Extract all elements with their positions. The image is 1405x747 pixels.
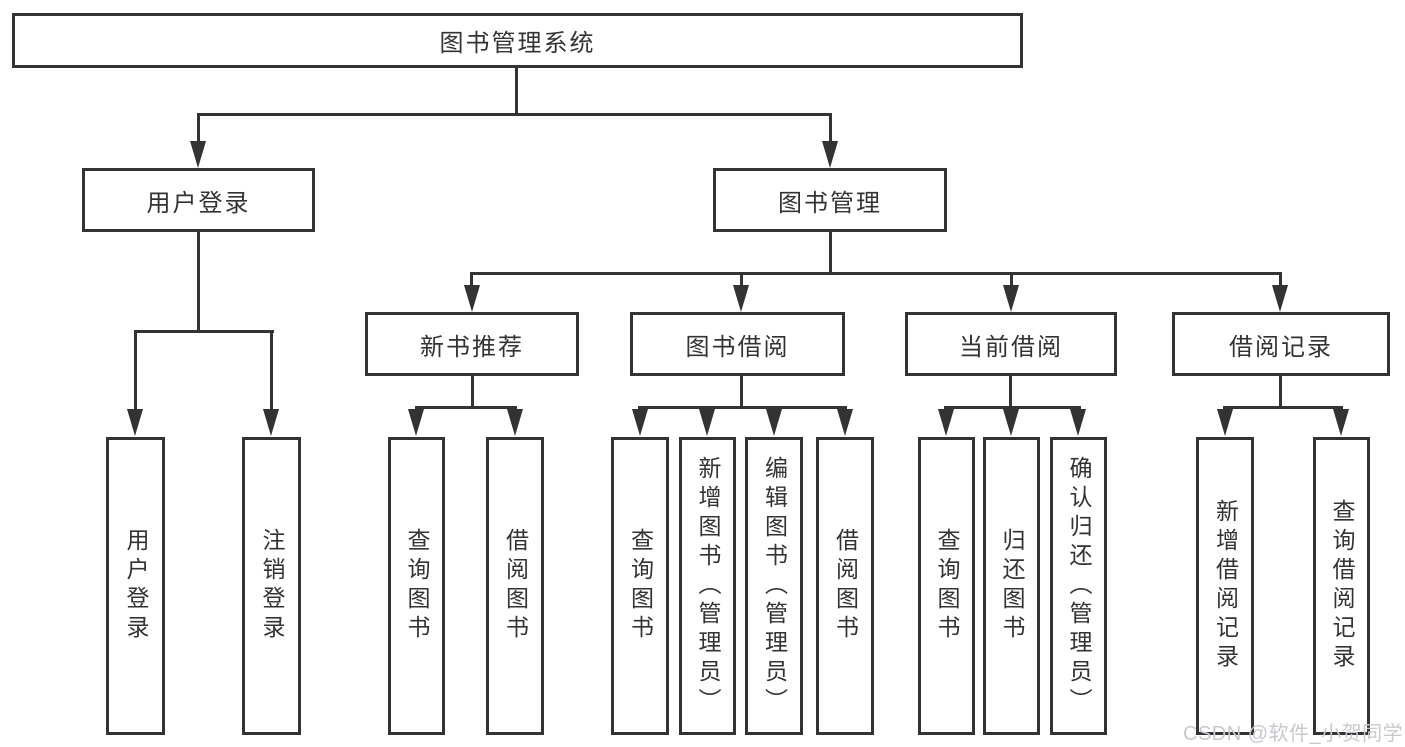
connector-drop <box>1010 272 1013 288</box>
leaf-label: 编辑图书（管理员） <box>761 455 788 717</box>
leaf-label: 查询图书 <box>404 528 430 644</box>
leaf-confirm-return-admin: 确认归还（管理员） <box>1050 437 1107 735</box>
leaf-borrow-books: 借阅图书 <box>816 437 874 735</box>
leaf-label: 注销登录 <box>259 528 285 644</box>
connector-drop <box>1279 272 1282 288</box>
arrow-down-icon <box>822 141 838 168</box>
node-current-borrowing: 当前借阅 <box>905 312 1117 376</box>
node-label: 用户登录 <box>146 189 251 217</box>
connector-rail <box>638 406 847 409</box>
leaf-query-books-borrowing: 查询图书 <box>611 437 669 735</box>
node-label: 图书管理系统 <box>439 30 596 57</box>
connector-user-login-rail <box>134 330 274 333</box>
node-new-book-recommendation: 新书推荐 <box>365 312 579 376</box>
arrow-down-icon <box>837 409 853 436</box>
connector-stem <box>740 376 743 408</box>
connector-drop <box>134 330 137 412</box>
connector-stem <box>1279 376 1282 408</box>
connector-user-login-stem <box>197 232 200 332</box>
node-book-borrowing: 图书借阅 <box>630 312 845 376</box>
leaf-label: 用户登录 <box>123 528 149 644</box>
arrow-down-icon <box>1070 409 1086 436</box>
connector-book-management-stem <box>829 232 832 274</box>
node-label: 当前借阅 <box>959 333 1063 361</box>
leaf-query-books-recommend: 查询图书 <box>388 437 445 735</box>
leaf-label: 查询借阅记录 <box>1329 499 1355 673</box>
watermark: CSDN @软件_小贺同学 <box>1183 723 1404 745</box>
arrow-down-icon <box>263 409 279 436</box>
arrow-down-icon <box>632 409 648 436</box>
arrow-down-icon <box>127 409 143 436</box>
leaf-label: 确认归还（管理员） <box>1066 455 1092 717</box>
node-borrowing-records: 借阅记录 <box>1172 312 1390 376</box>
connector-stem <box>1009 376 1012 408</box>
connector-drop <box>740 272 743 288</box>
arrow-down-icon <box>507 409 523 436</box>
arrow-down-icon <box>190 141 206 168</box>
leaf-label: 借阅图书 <box>832 528 859 644</box>
connector-drop <box>470 272 473 288</box>
leaf-query-books-current: 查询图书 <box>918 437 975 735</box>
node-label: 图书借阅 <box>685 333 790 361</box>
leaf-label: 归还图书 <box>999 528 1025 644</box>
arrow-down-icon <box>464 285 480 312</box>
arrow-down-icon <box>1333 409 1349 436</box>
arrow-down-icon <box>766 409 782 436</box>
connector-level2-rail <box>197 113 832 116</box>
leaf-edit-books-admin: 编辑图书（管理员） <box>745 437 803 735</box>
leaf-query-borrow-record: 查询借阅记录 <box>1313 437 1370 735</box>
arrow-down-icon <box>1003 285 1019 312</box>
connector-rail <box>415 406 517 409</box>
arrow-down-icon <box>1272 285 1288 312</box>
leaf-label: 借阅图书 <box>502 528 529 644</box>
connector-rail <box>944 406 1081 409</box>
connector-drop <box>829 113 832 144</box>
leaf-user-login: 用户登录 <box>106 437 165 735</box>
leaf-label: 查询图书 <box>627 528 654 644</box>
connector-drop <box>197 113 200 144</box>
connector-rail <box>1223 406 1343 409</box>
node-label: 图书管理 <box>778 189 882 217</box>
arrow-down-icon <box>938 409 954 436</box>
leaf-logout: 注销登录 <box>242 437 301 735</box>
leaf-borrow-books-recommend: 借阅图书 <box>486 437 544 735</box>
leaf-return-books: 归还图书 <box>983 437 1040 735</box>
leaf-add-books-admin: 新增图书（管理员） <box>679 437 736 735</box>
connector-stem <box>471 376 474 408</box>
arrow-down-icon <box>733 285 749 312</box>
arrow-down-icon <box>1003 409 1019 436</box>
leaf-label: 新增借阅记录 <box>1212 499 1239 673</box>
node-label: 新书推荐 <box>420 333 524 361</box>
connector-root-stem <box>515 68 518 116</box>
node-library-management-system: 图书管理系统 <box>12 13 1023 68</box>
node-book-management: 图书管理 <box>713 168 947 232</box>
node-user-login: 用户登录 <box>82 168 315 232</box>
connector-drop <box>270 330 273 412</box>
leaf-label: 查询图书 <box>934 528 960 644</box>
connector-level3-rail <box>471 272 1282 275</box>
node-label: 借阅记录 <box>1229 333 1333 361</box>
arrow-down-icon <box>1217 409 1233 436</box>
arrow-down-icon <box>699 409 715 436</box>
arrow-down-icon <box>408 409 424 436</box>
leaf-label: 新增图书（管理员） <box>695 455 721 717</box>
leaf-add-borrow-record: 新增借阅记录 <box>1196 437 1254 735</box>
